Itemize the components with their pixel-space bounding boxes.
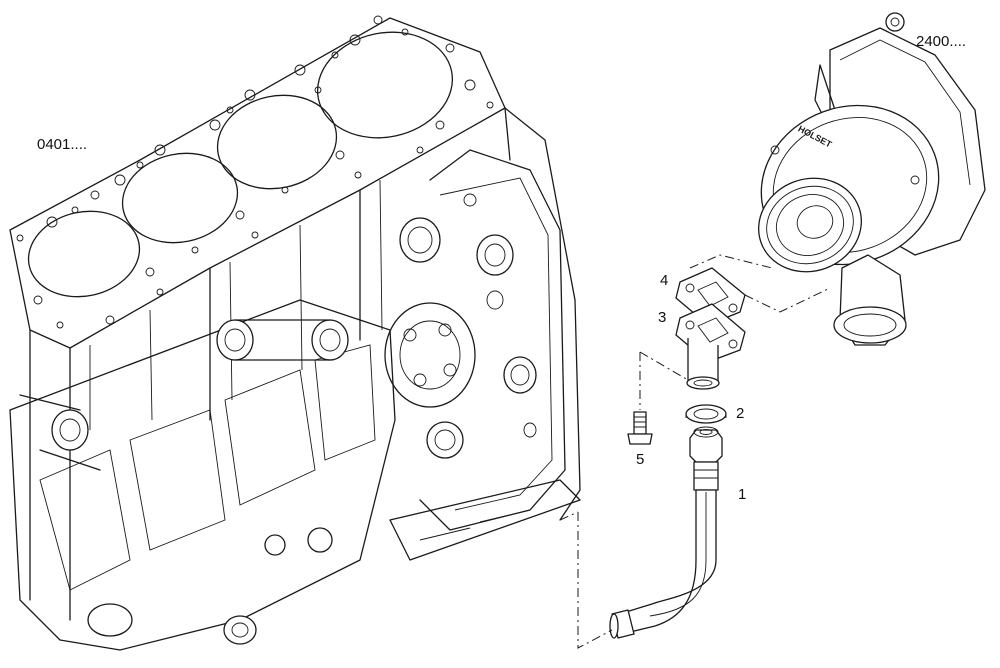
block-reference-label: 0401.... [37, 136, 88, 153]
part-3-label: 3 [658, 309, 667, 326]
part-4-gasket [675, 267, 746, 326]
part-1-drain-hose [609, 426, 723, 639]
part-2-washer [685, 404, 727, 424]
turbo-reference-label: 2400.... [916, 33, 967, 50]
part-3-flange-pipe [675, 303, 746, 390]
part-5-bolt [627, 411, 653, 445]
part-5-label: 5 [636, 451, 645, 468]
turbocharger: HOLSET [758, 12, 986, 346]
part-2-label: 2 [736, 405, 745, 422]
part-4-label: 4 [660, 272, 669, 289]
part-1-label: 1 [738, 486, 747, 503]
engine-block [9, 15, 581, 651]
leader-lines [559, 254, 831, 649]
